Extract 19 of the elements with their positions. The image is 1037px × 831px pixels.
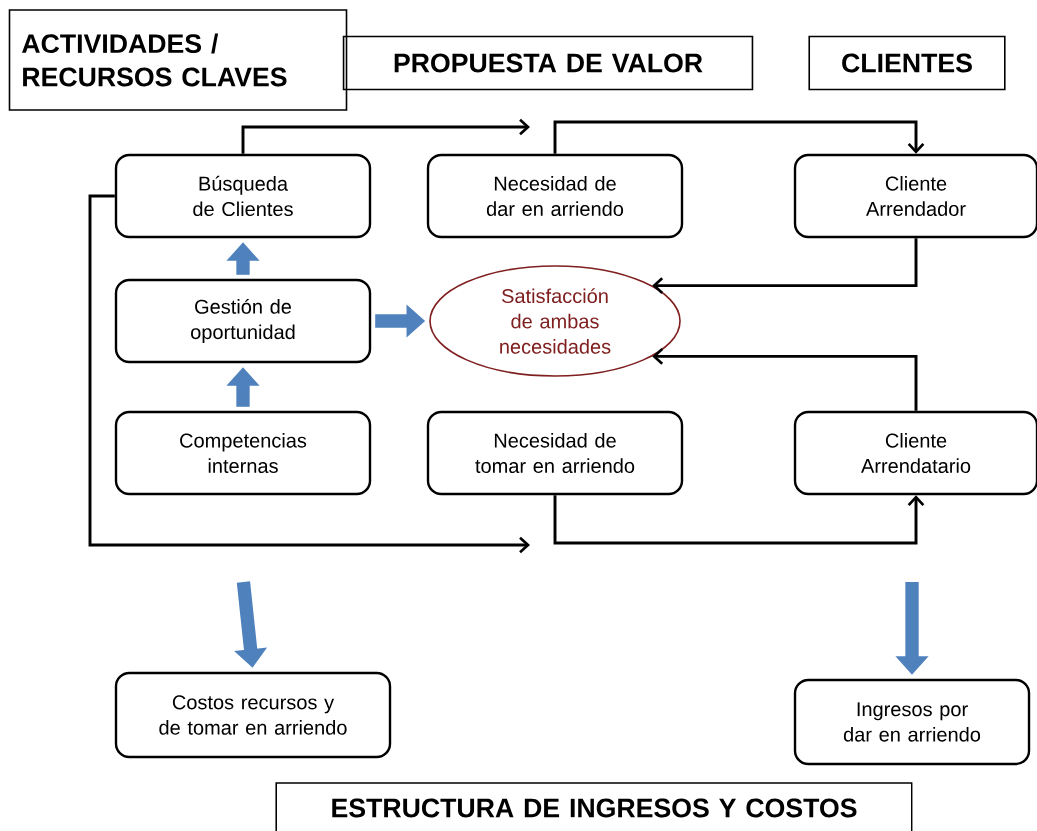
heading-box: PROPUESTA DE VALOR [342, 35, 754, 91]
arrow [241, 118, 530, 154]
heading-box: ESTRUCTURA DE INGRESOS Y COSTOS [275, 782, 913, 831]
arrow [88, 194, 530, 554]
process-box: Búsqueda de Clientes [114, 153, 372, 239]
process-box: Necesidad de dar en arriendo [426, 153, 684, 239]
arrow [553, 495, 925, 545]
process-box: Cliente Arrendador [793, 153, 1037, 239]
heading-box: CLIENTES [808, 35, 1006, 91]
process-box: Ingresos por dar en arriendo [793, 678, 1031, 766]
arrow [553, 120, 925, 154]
process-box: Competencias internas [114, 410, 372, 496]
process-box: Gestión de oportunidad [114, 278, 372, 364]
heading-box: ACTIVIDADES / RECURSOS CLAVES [8, 9, 348, 111]
arrow [652, 238, 918, 294]
process-box: Costos recursos y de tomar en arriendo [114, 671, 392, 759]
process-box: Cliente Arrendatario [793, 410, 1037, 496]
process-box: Necesidad de tomar en arriendo [426, 410, 684, 496]
arrow [652, 348, 918, 411]
